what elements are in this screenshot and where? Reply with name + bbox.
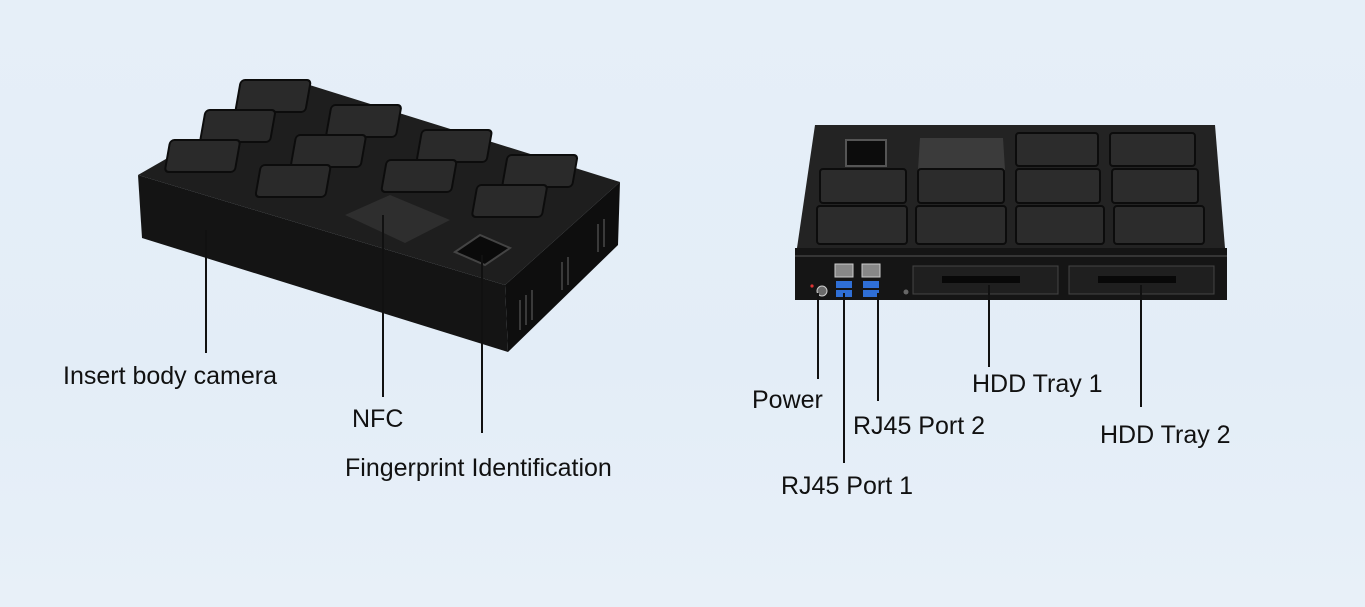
- hdd-tray-2-label: HDD Tray 2: [1100, 421, 1231, 449]
- leader-line: [988, 285, 990, 367]
- leader-line: [817, 293, 819, 379]
- rj45-port-1-label: RJ45 Port 1: [781, 472, 914, 500]
- rj45-port-1-icon: [834, 263, 854, 278]
- fingerprint-identification-label: Fingerprint Identification: [345, 454, 612, 482]
- hdd-tray-1-handle: [942, 276, 1020, 283]
- leader-line: [205, 230, 207, 353]
- nfc-pad: [345, 195, 450, 243]
- camera-slot: [816, 205, 908, 245]
- camera-slot: [501, 154, 579, 188]
- fingerprint-reader: [452, 233, 513, 267]
- camera-slot: [290, 134, 367, 168]
- camera-slot: [915, 205, 1007, 245]
- camera-slot: [819, 168, 907, 204]
- camera-slot: [917, 168, 1005, 204]
- power-button-icon: [816, 285, 828, 297]
- camera-slot: [199, 109, 276, 143]
- camera-slot: [234, 79, 312, 113]
- fingerprint-reader: [845, 139, 887, 167]
- leader-line: [877, 293, 879, 401]
- right-device: [795, 125, 1227, 300]
- camera-slot: [1111, 168, 1199, 204]
- power-label: Power: [752, 386, 823, 414]
- camera-slot: [164, 139, 241, 173]
- hdd-tray-1: [912, 265, 1059, 295]
- left-device-slots: [164, 79, 579, 218]
- usb-port-icon: [836, 281, 852, 288]
- nfc-pad: [918, 138, 1005, 170]
- left-device-vents: [519, 219, 605, 330]
- camera-slot: [325, 104, 402, 138]
- nfc-label: NFC: [352, 405, 404, 433]
- camera-slot: [1113, 205, 1205, 245]
- usb-port-icon: [863, 290, 879, 297]
- left-device-front: [138, 175, 508, 352]
- leader-line: [481, 255, 483, 433]
- usb-port-icon: [863, 281, 879, 288]
- hdd-tray-1-label: HDD Tray 1: [972, 370, 1103, 398]
- leader-line: [382, 215, 384, 397]
- camera-slot: [1015, 132, 1099, 167]
- left-device: [138, 79, 620, 352]
- rj45-port-2-icon: [861, 263, 881, 278]
- rj45-port-2-label: RJ45 Port 2: [853, 412, 986, 440]
- right-device-slots: [816, 132, 1205, 245]
- insert-body-camera-label: Insert body camera: [63, 362, 277, 390]
- camera-slot: [1015, 168, 1101, 204]
- camera-slot: [471, 184, 548, 218]
- hdd-tray-2-handle: [1098, 276, 1176, 283]
- camera-slot: [416, 129, 493, 163]
- leader-line: [843, 293, 845, 463]
- leader-line: [1140, 285, 1142, 407]
- camera-slot: [1109, 132, 1196, 167]
- camera-slot: [1015, 205, 1105, 245]
- camera-slot: [254, 164, 332, 198]
- camera-slot: [380, 159, 458, 193]
